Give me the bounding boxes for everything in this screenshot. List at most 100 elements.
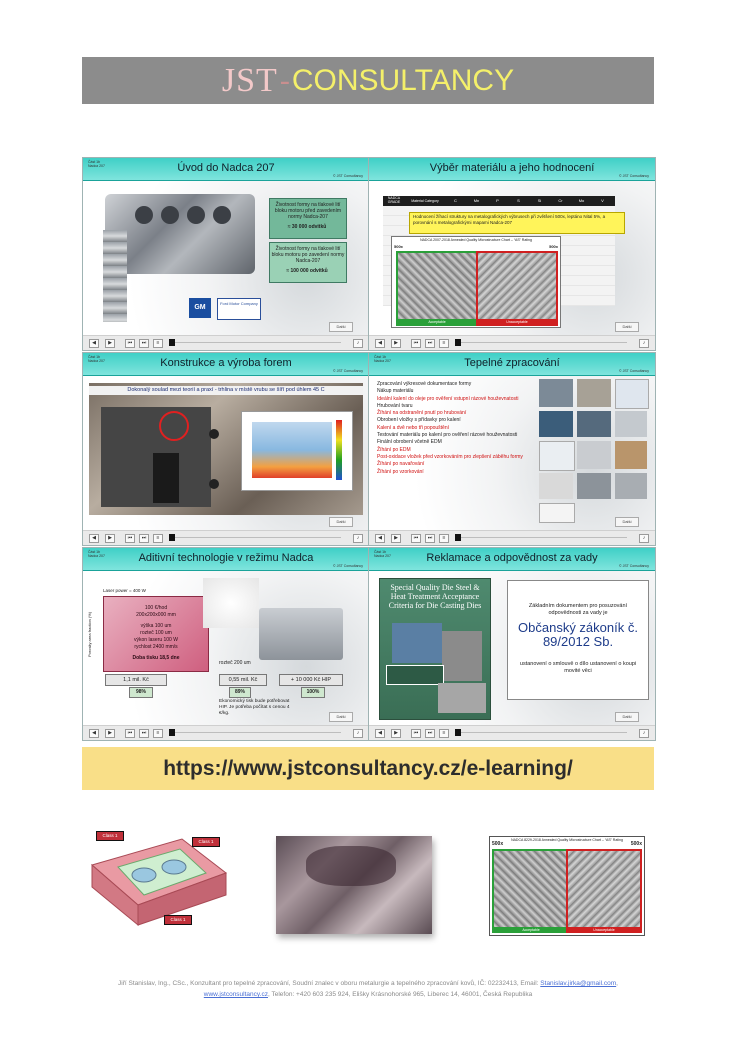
play-button[interactable]: ▶ <box>391 729 401 738</box>
list-item: Post-oxidace vložek před vzorkováním pro… <box>377 453 523 460</box>
menu-button[interactable]: ≡ <box>153 534 163 543</box>
volume-button[interactable]: ♪ <box>353 534 363 543</box>
rewind-button[interactable]: ◀ <box>89 339 99 348</box>
list-item: Nákup materiálu <box>377 388 414 395</box>
prev-button[interactable]: ⏮ <box>411 339 421 348</box>
prev-button[interactable]: ⏮ <box>125 339 135 348</box>
rewind-button[interactable]: ◀ <box>375 534 385 543</box>
slide-title: Úvod do Nadca 207 <box>177 162 275 174</box>
progress-knob[interactable] <box>169 534 175 541</box>
list-item: Žíhání na odstranění pnutí po hrubování <box>377 410 467 417</box>
e-learning-link[interactable]: https://www.jstconsultancy.cz/e-learning… <box>163 756 573 780</box>
composition-table-header: NADCA GRADE Material Category C Mn P S S… <box>383 196 615 206</box>
list-item: Hrubování tvaru <box>377 402 413 409</box>
process-list: Zpracování výkresové dokumentace formy N… <box>377 381 523 476</box>
volume-button[interactable]: ♪ <box>639 339 649 348</box>
density-3: 100% <box>301 687 325 698</box>
website-link[interactable]: www.jstconsultancy.cz <box>203 991 268 998</box>
list-item: Kalení a dvě nebo tři popouštění <box>377 424 449 431</box>
life-after-box: Životnost formy na tlakové lití bloku mo… <box>269 242 347 283</box>
next-button[interactable]: Další <box>615 712 639 722</box>
printer-machine-image <box>259 608 343 660</box>
volume-button[interactable]: ♪ <box>639 534 649 543</box>
next-slide-button[interactable]: ⏭ <box>139 729 149 738</box>
progress-knob[interactable] <box>455 534 461 541</box>
e-learning-url-bar[interactable]: https://www.jstconsultancy.cz/e-learning… <box>82 747 654 790</box>
prev-button[interactable]: ⏮ <box>125 729 135 738</box>
slide-material-selection: Výběr materiálu a jeho hodnocení © JST C… <box>368 157 656 351</box>
cost-3: + 10 000 Kč HIP <box>279 674 343 686</box>
rewind-button[interactable]: ◀ <box>375 729 385 738</box>
menu-button[interactable]: ≡ <box>153 339 163 348</box>
class-label: Class 1 <box>96 831 124 841</box>
theory-practice-caption: Dokonalý soulad mezi teorií a praxí - tr… <box>89 386 363 395</box>
list-item: Ideální kalení do oleje pro ověření vstu… <box>377 395 519 402</box>
email-link[interactable]: Stanislav.jirka@gmail.com <box>540 980 617 987</box>
next-button[interactable]: Další <box>615 322 639 332</box>
rewind-button[interactable]: ◀ <box>89 729 99 738</box>
next-button[interactable]: Další <box>615 517 639 527</box>
footer-address: , Telefon: +420 603 235 924, Elišky Krás… <box>267 991 533 998</box>
next-button[interactable]: Další <box>329 517 353 527</box>
prev-button[interactable]: ⏮ <box>125 534 135 543</box>
casting-photo <box>276 836 432 934</box>
player-controls: ◀ ▶ ⏮ ⏭ ≡ ♪ <box>83 530 369 545</box>
progress-knob[interactable] <box>455 729 461 736</box>
cube-line: výkon laseru 100 W <box>134 637 178 643</box>
rewind-button[interactable]: ◀ <box>89 534 99 543</box>
play-button[interactable]: ▶ <box>391 534 401 543</box>
next-slide-button[interactable]: ⏭ <box>425 534 435 543</box>
list-item: Testování materiálu po kalení pro ověřen… <box>377 432 518 439</box>
brand-consultancy: CONSULTANCY <box>291 63 515 97</box>
progress-knob[interactable] <box>169 339 175 346</box>
progress-knob[interactable] <box>169 729 175 736</box>
legal-reference-card: Základním dokumentem pro posuzování odpo… <box>507 580 649 700</box>
cube-line: Doba tisku 18,5 dne <box>132 655 180 661</box>
next-slide-button[interactable]: ⏭ <box>139 339 149 348</box>
volume-button[interactable]: ♪ <box>353 729 363 738</box>
contact-footer: Jiří Stanislav, Ing., CSc., Konzultant p… <box>118 980 618 998</box>
volume-button[interactable]: ♪ <box>639 729 649 738</box>
next-slide-button[interactable]: ⏭ <box>425 729 435 738</box>
play-button[interactable]: ▶ <box>391 339 401 348</box>
progress-knob[interactable] <box>455 339 461 346</box>
density-1: 98% <box>129 687 153 698</box>
next-button[interactable]: Další <box>329 322 353 332</box>
menu-button[interactable]: ≡ <box>439 729 449 738</box>
prev-button[interactable]: ⏮ <box>411 534 421 543</box>
menu-button[interactable]: ≡ <box>439 339 449 348</box>
menu-button[interactable]: ≡ <box>439 534 449 543</box>
player-controls: ◀ ▶ ⏮ ⏭ ≡ ♪ <box>83 725 369 740</box>
list-item: Finální obrobení včetně EDM <box>377 439 442 446</box>
play-button[interactable]: ▶ <box>105 339 115 348</box>
play-button[interactable]: ▶ <box>105 729 115 738</box>
economy-note: Ekonomický tisk bude potřebovat HIP. Je … <box>219 699 290 716</box>
cube-line: rychlost 2400 mm/s <box>134 644 178 650</box>
brand-banner: JST - CONSULTANCY <box>82 57 654 104</box>
die-casting-mold-diagram: Class 1 Class 1 Class 1 <box>82 825 232 935</box>
next-button[interactable]: Další <box>329 712 353 722</box>
list-item: Zpracování výkresové dokumentace formy <box>377 381 472 387</box>
prev-button[interactable]: ⏮ <box>411 729 421 738</box>
class-label: Class 1 <box>192 837 220 847</box>
life-before-value: ≈ 30 000 odvitků <box>287 224 327 230</box>
player-controls: ◀ ▶ ⏮ ⏭ ≡ ♪ <box>83 335 369 350</box>
slide-title: Výběr materiálu a jeho hodnocení <box>429 162 595 174</box>
footer-text: Jiří Stanislav, Ing., CSc., Konzultant p… <box>118 980 541 987</box>
brand-jst: JST <box>221 61 278 99</box>
next-slide-button[interactable]: ⏭ <box>139 534 149 543</box>
next-slide-button[interactable]: ⏭ <box>425 339 435 348</box>
list-item: Žíhání po vzorkování <box>377 468 424 475</box>
life-before-box: Životnost formy na tlakové lití bloku mo… <box>269 198 347 239</box>
play-button[interactable]: ▶ <box>105 534 115 543</box>
list-item: Obrobení vložky s přídavky pro kalení <box>377 417 461 424</box>
volume-button[interactable]: ♪ <box>353 339 363 348</box>
porosity-axis-label: Porosity area fraction (%) <box>87 611 92 657</box>
cost-1: 1,1 mil. Kč <box>105 674 167 686</box>
rewind-button[interactable]: ◀ <box>375 339 385 348</box>
menu-button[interactable]: ≡ <box>153 729 163 738</box>
